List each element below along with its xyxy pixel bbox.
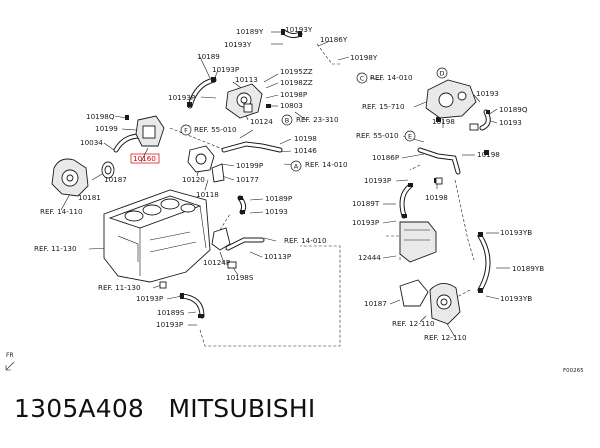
part-number-caption: 1305A408 MITSUBISHI bbox=[14, 394, 316, 423]
label-ref-12-110-b: REF. 12-110 bbox=[424, 333, 467, 342]
label-10187-b: 10187 bbox=[364, 299, 387, 308]
svg-text:FR: FR bbox=[6, 352, 14, 359]
label-10199p: 10199P bbox=[236, 161, 264, 170]
label-10189-a: 10189 bbox=[197, 52, 220, 61]
label-10181: 10181 bbox=[78, 193, 101, 202]
label-10198-a: 10198 bbox=[294, 134, 317, 143]
label-10198-c: 10198 bbox=[477, 150, 500, 159]
callout-f: F bbox=[180, 124, 192, 136]
label-10193yb-b: 10193YB bbox=[500, 294, 532, 303]
label-12444: 12444 bbox=[358, 253, 381, 262]
label-10189yb: 10189YB bbox=[512, 264, 544, 273]
label-10193-c: 10193 bbox=[499, 118, 522, 127]
label-10120: 10120 bbox=[182, 175, 205, 184]
label-10189q: 10189Q bbox=[499, 105, 528, 114]
label-10193-b: 10193 bbox=[476, 89, 499, 98]
label-10193y-a: 10193Y bbox=[285, 25, 313, 34]
label-10186p: 10186P bbox=[372, 153, 400, 162]
callout-e: E bbox=[404, 130, 416, 142]
label-10189y: 10189Y bbox=[236, 27, 264, 36]
callout-c: C bbox=[356, 72, 368, 84]
label-ref-23-310: REF. 23-310 bbox=[296, 115, 339, 124]
label-10198zz: 10198ZZ bbox=[280, 78, 313, 87]
figure-code: F00265 bbox=[563, 368, 584, 374]
label-10198p: 10198P bbox=[280, 90, 308, 99]
label-ref-55-010-a: REF. 55-010 bbox=[194, 125, 237, 134]
label-10803: 10803 bbox=[280, 101, 303, 110]
svg-text:D: D bbox=[439, 70, 444, 78]
label-10193p-c: 10193P bbox=[136, 294, 164, 303]
label-10193yb-a: 10193YB bbox=[500, 228, 532, 237]
label-10193p-d: 10193P bbox=[156, 320, 184, 329]
label-ref-14-110: REF. 14-110 bbox=[40, 207, 83, 216]
label-10199: 10199 bbox=[95, 124, 118, 133]
label-10195zz: 10195ZZ bbox=[280, 67, 313, 76]
label-ref-55-010-b: REF. 55-010 bbox=[356, 131, 399, 140]
label-10193y-b: 10193Y bbox=[224, 40, 252, 49]
label-10193p-b: 10193P bbox=[168, 93, 196, 102]
front-direction-icon: FR bbox=[5, 352, 15, 371]
label-ref-14-010-a: REF. 14-010 bbox=[305, 160, 348, 169]
label-10198-d: 10198 bbox=[425, 193, 448, 202]
callout-d: D bbox=[436, 67, 448, 79]
label-10146: 10146 bbox=[294, 146, 317, 155]
label-10198-b: 10198 bbox=[432, 117, 455, 126]
label-10189p: 10189P bbox=[265, 194, 293, 203]
label-10193p-a: 10193P bbox=[212, 65, 240, 74]
label-ref-15-710: REF. 15-710 bbox=[362, 102, 405, 111]
callout-a: A bbox=[290, 160, 302, 172]
label-10118: 10118 bbox=[196, 190, 219, 199]
label-ref-12-110-a: REF. 12-110 bbox=[392, 319, 435, 328]
label-ref-14-010-c: REF. 14-010 bbox=[370, 73, 413, 82]
label-ref-11-130-b: REF. 11-130 bbox=[98, 283, 141, 292]
label-10160: 10160 bbox=[133, 154, 156, 163]
dashed-assembly-lines bbox=[169, 43, 475, 347]
svg-text:C: C bbox=[360, 75, 365, 83]
label-10177: 10177 bbox=[236, 175, 259, 184]
label-ref-11-130-a: REF. 11-130 bbox=[34, 244, 77, 253]
label-10113p: 10113P bbox=[264, 252, 292, 261]
label-10198q-a: 10198Q bbox=[86, 112, 115, 121]
callout-b: B bbox=[281, 114, 293, 126]
label-10193-a: 10193 bbox=[265, 207, 288, 216]
part-labels: 10189Y 10193Y 10193Y 10186Y 10198Y 10189… bbox=[34, 25, 544, 342]
highlight-box-10160 bbox=[130, 153, 160, 164]
svg-text:F: F bbox=[184, 127, 188, 135]
label-ref-14-010-b: REF. 14-010 bbox=[284, 236, 327, 245]
label-10198s: 10198S bbox=[226, 273, 254, 282]
label-10186y: 10186Y bbox=[320, 35, 348, 44]
label-10189s: 10189S bbox=[157, 308, 185, 317]
label-10193p-f: 10193P bbox=[352, 218, 380, 227]
svg-text:A: A bbox=[294, 163, 299, 171]
label-10198y: 10198Y bbox=[350, 53, 378, 62]
callout-letters: A B C D E F bbox=[180, 67, 448, 172]
label-10189t: 10189T bbox=[352, 199, 380, 208]
component-shapes bbox=[51, 79, 479, 325]
label-10187-a: 10187 bbox=[104, 175, 127, 184]
label-10193p-e: 10193P bbox=[364, 176, 392, 185]
label-10113: 10113 bbox=[235, 75, 258, 84]
svg-text:E: E bbox=[408, 133, 412, 141]
label-10124: 10124 bbox=[250, 117, 273, 126]
parts-diagram: 10189Y 10193Y 10193Y 10186Y 10198Y 10189… bbox=[5, 25, 584, 374]
hose-clamps bbox=[125, 29, 490, 318]
svg-text:B: B bbox=[285, 117, 289, 125]
label-10124p: 10124P bbox=[203, 258, 231, 267]
label-10034: 10034 bbox=[80, 138, 103, 147]
